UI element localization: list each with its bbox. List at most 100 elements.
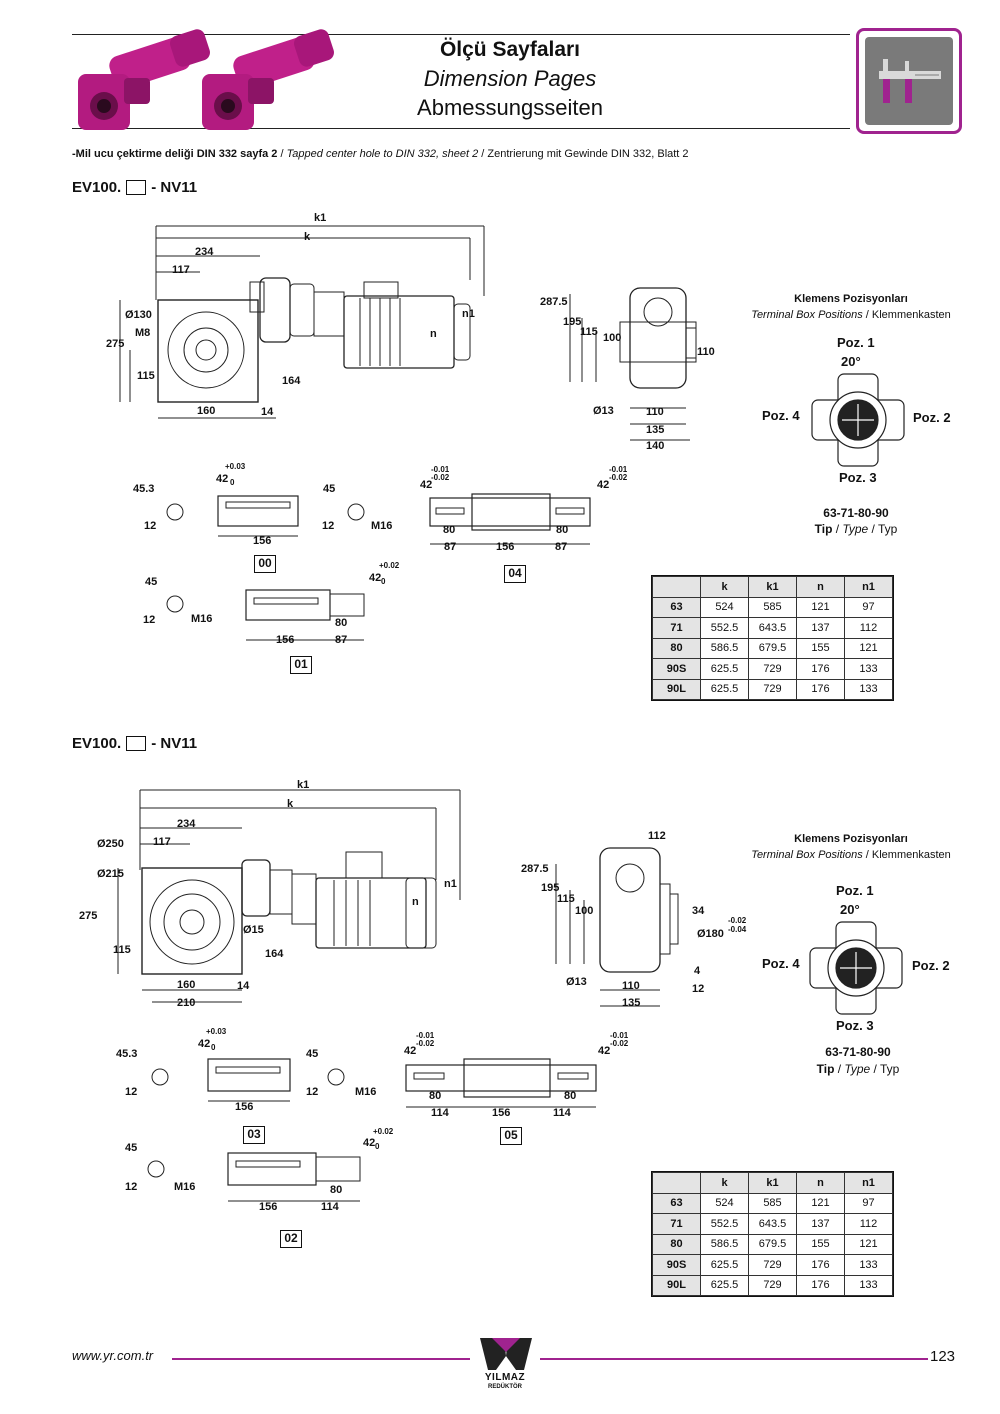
footer-line-right xyxy=(540,1358,928,1360)
shaft-d-156: 156 xyxy=(276,634,295,646)
shaft-c-tol-b1: -0.01 xyxy=(609,465,628,474)
tip-sizes-1: 63-71-80-90 xyxy=(823,506,889,520)
shaft2-c-80a: 80 xyxy=(429,1090,442,1102)
dim-14: 14 xyxy=(261,406,274,418)
side2-115: 115 xyxy=(557,893,575,905)
shaft-c-tol-a1: -0.01 xyxy=(431,465,450,474)
dim2-117: 117 xyxy=(153,836,171,848)
ref-04: 04 xyxy=(504,565,526,583)
dim2-115: 115 xyxy=(113,944,131,956)
page-number: 123 xyxy=(930,1348,956,1365)
side-13: Ø13 xyxy=(593,405,614,417)
poz1-label-1: Poz. 1 xyxy=(837,335,875,350)
shaft-d-tol-zero: 0 xyxy=(381,577,386,586)
dim2-275: 275 xyxy=(79,910,98,922)
side-100: 100 xyxy=(603,332,622,344)
dim2-160: 160 xyxy=(177,979,196,991)
dim-160: 160 xyxy=(197,405,216,417)
shaft-d-87: 87 xyxy=(335,634,348,646)
dim2-14: 14 xyxy=(237,980,250,992)
side2-100: 100 xyxy=(575,905,594,917)
dim2-k: k xyxy=(287,798,294,810)
header-bottom-line xyxy=(72,128,850,129)
shaft2-c-156: 156 xyxy=(492,1107,511,1119)
yilmaz-logo-icon xyxy=(480,1338,532,1370)
side-287: 287.5 xyxy=(540,296,568,308)
side2-112: 112 xyxy=(648,830,666,842)
header-top-line xyxy=(72,34,850,35)
tip-label-2: Tip / Type / Typ xyxy=(816,1062,900,1076)
side2-287: 287.5 xyxy=(521,863,549,875)
shaft2-a-42: 42 xyxy=(198,1038,211,1050)
dim2-k1: k1 xyxy=(297,779,310,791)
dim-n1: n1 xyxy=(462,308,475,320)
drawing-front-1 xyxy=(119,225,485,419)
poz4-label-2: Poz. 4 xyxy=(762,956,800,971)
tip-sizes-2: 63-71-80-90 xyxy=(825,1045,891,1059)
product-image xyxy=(78,29,334,130)
side2-110: 110 xyxy=(622,980,640,992)
shaft-45-3: 45.3 xyxy=(133,483,155,495)
shaft2-c-114a: 114 xyxy=(431,1107,449,1119)
shaft-b-45: 45 xyxy=(323,483,336,495)
side2-12: 12 xyxy=(692,983,705,995)
dimension-badge xyxy=(856,28,962,134)
side-195: 195 xyxy=(563,316,582,328)
shaft2-c-tol-b2: -0.02 xyxy=(610,1039,629,1048)
terminal-box-title-1: Klemens Pozisyonları xyxy=(794,293,908,305)
shaft2-c-114b: 114 xyxy=(553,1107,571,1119)
shaft-a-12: 12 xyxy=(144,520,157,532)
ref-05: 05 xyxy=(500,1127,522,1145)
dim-m8: M8 xyxy=(135,327,151,339)
side-110: 110 xyxy=(646,406,664,418)
poz3-label-2: Poz. 3 xyxy=(836,1018,874,1033)
side2-tol-2: -0.04 xyxy=(728,925,747,934)
poz2-label-2: Poz. 2 xyxy=(912,958,950,973)
shaft2-d-tol-plus: +0.02 xyxy=(373,1127,394,1136)
shaft2-d-tol-zero: 0 xyxy=(375,1142,380,1151)
gearmotor-left xyxy=(78,29,210,130)
poz4-label-1: Poz. 4 xyxy=(762,408,800,423)
poz2-label-1: Poz. 2 xyxy=(913,410,951,425)
dim2-215: Ø215 xyxy=(97,868,124,880)
dim-k1: k1 xyxy=(314,212,327,224)
dim2-234: 234 xyxy=(177,818,196,830)
side-140: 140 xyxy=(646,440,665,452)
shaft-d-tol-plus: +0.02 xyxy=(379,561,400,570)
terminal-box-sub-1: Terminal Box Positions / Klemmenkasten xyxy=(751,309,951,321)
shaft-a-156: 156 xyxy=(253,535,272,547)
shaft2-c-42b: 42 xyxy=(598,1045,611,1057)
shaft-c-156: 156 xyxy=(496,541,515,553)
dim-117: 117 xyxy=(172,264,190,276)
side2-tol-1: -0.02 xyxy=(728,916,747,925)
shaft-d-42: 42 xyxy=(369,572,382,584)
model-title-1: EV100.- NV11 xyxy=(72,179,198,196)
shaft2-d-80: 80 xyxy=(330,1184,343,1196)
ref-03: 03 xyxy=(243,1126,265,1144)
note-de: Zentrierung mit Gewinde DIN 332, Blatt 2 xyxy=(487,148,689,160)
shaft-b-12: 12 xyxy=(322,520,335,532)
footer-url[interactable]: www.yr.com.tr xyxy=(72,1348,154,1363)
shaft-d-12: 12 xyxy=(143,614,156,626)
motor-end-icon xyxy=(811,373,905,467)
dim2-210: 210 xyxy=(177,997,196,1009)
shaft-b-m16: M16 xyxy=(371,520,393,532)
shaft2-b-45: 45 xyxy=(306,1048,319,1060)
terminal-box-sub-2: Terminal Box Positions / Klemmenkasten xyxy=(751,849,951,861)
ref-00: 00 xyxy=(254,555,276,573)
shaft2-c-42a: 42 xyxy=(404,1045,417,1057)
gearmotor-right xyxy=(202,29,334,130)
logo-subtext: REDÜKTÖR xyxy=(488,1384,522,1390)
shaft2-a-tol-zero: 0 xyxy=(211,1043,216,1052)
shaft-drawings-1 xyxy=(166,493,591,641)
shaft-d-80: 80 xyxy=(335,617,348,629)
shaft2-a-156: 156 xyxy=(235,1101,254,1113)
side2-135: 135 xyxy=(622,997,641,1009)
shaft2-d-42: 42 xyxy=(363,1137,376,1149)
shaft-a-tol-zero: 0 xyxy=(230,478,235,487)
title-turkish: Ölçü Sayfaları xyxy=(439,38,581,61)
